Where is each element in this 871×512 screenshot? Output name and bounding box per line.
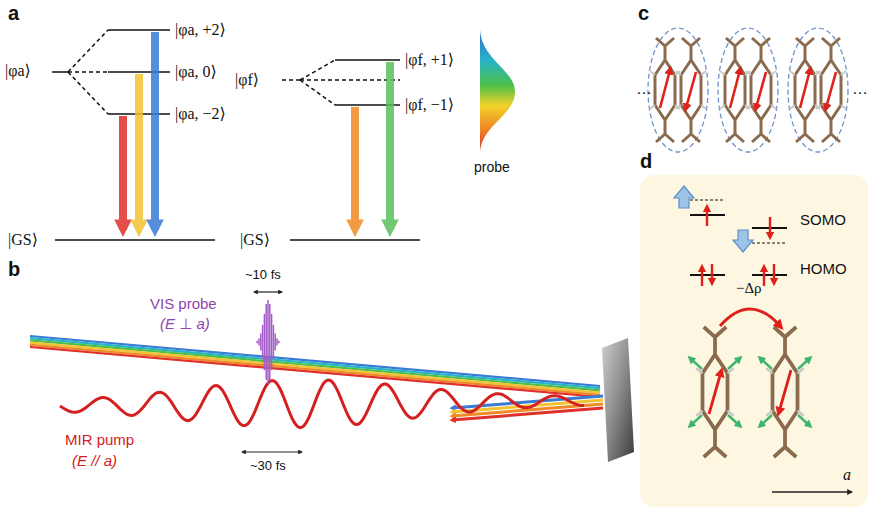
molecule-chain [650,38,846,142]
transition-arrows-f [355,62,390,230]
pulse-stroke [269,304,271,380]
figure-label: |φf⟩ [235,71,259,89]
energy-levels-a [52,30,215,240]
probe-beam [30,336,600,397]
electron-spins [702,208,774,286]
figure-label: |φa, +2⟩ [175,21,226,39]
spin-arrows [660,70,836,108]
panel-background [640,175,868,507]
probe-ray [30,343,600,393]
figure-label: (E // a) [72,453,117,470]
pulse-stroke [271,314,273,370]
probe-ray [30,338,600,388]
figure-label: … [636,80,652,98]
probe-ray [30,345,600,395]
figure-label: |φa, 0⟩ [175,63,217,81]
figure-label: SOMO [800,212,846,229]
probe-ray [30,340,600,390]
figure-label: MIR pump [65,432,134,449]
figure-label: b [8,258,20,280]
probe-ray [30,336,600,386]
transition-arrows-a [123,32,155,230]
figure-label: … [852,80,868,98]
probe-ray [30,347,600,397]
figure-label: |GS⟩ [8,231,38,249]
pulse-stroke [264,314,266,370]
figure-label: c [638,2,649,24]
pump-wave [60,380,584,428]
figure-label: a [843,466,851,484]
probe-pulse [257,300,279,384]
orbital-levels [690,200,787,275]
charge-transfer-arrow [720,309,780,326]
figure-label: ~30 fs [250,459,286,473]
figure-label: d [640,150,652,172]
figure-label: |φa, −2⟩ [175,105,226,123]
figure-label: a [8,2,19,24]
pulse-stroke [273,325,275,359]
duration-arrow [242,451,302,452]
spin-arrows-d [709,370,791,414]
pulse-stroke [265,304,267,380]
figure-label: (E ⊥ a) [160,316,210,333]
figure-label: |φa⟩ [5,62,31,80]
figure-label: probe [474,160,510,175]
figure-label: −Δρ [736,280,762,297]
pulse-stroke [278,341,280,343]
sample-mirror [602,338,634,462]
level-shift-arrows [674,186,753,252]
dimer-ellipses [648,28,848,152]
duration-arrow [254,291,282,292]
energy-levels-f [282,60,420,240]
figure-label: VIS probe [150,296,217,313]
figure-label: HOMO [800,261,847,278]
figure-label: |φf, +1⟩ [405,51,454,69]
molecule-right [766,327,804,457]
figure-label: ~10 fs [245,268,281,282]
axis-arrow [772,491,852,493]
pulse-stroke [262,325,264,359]
pulse-stroke [274,334,276,351]
figure-label: |φf, −1⟩ [405,96,454,114]
pulse-stroke [260,334,262,351]
pulse-stroke [256,341,258,343]
figure-label: |GS⟩ [240,231,270,249]
pulse-stroke [267,300,269,384]
pulse-stroke [258,339,260,346]
phonon-arrows [690,358,810,426]
probe-spectrum [480,30,515,152]
pulse-stroke [276,339,278,346]
molecule-left [696,327,734,457]
